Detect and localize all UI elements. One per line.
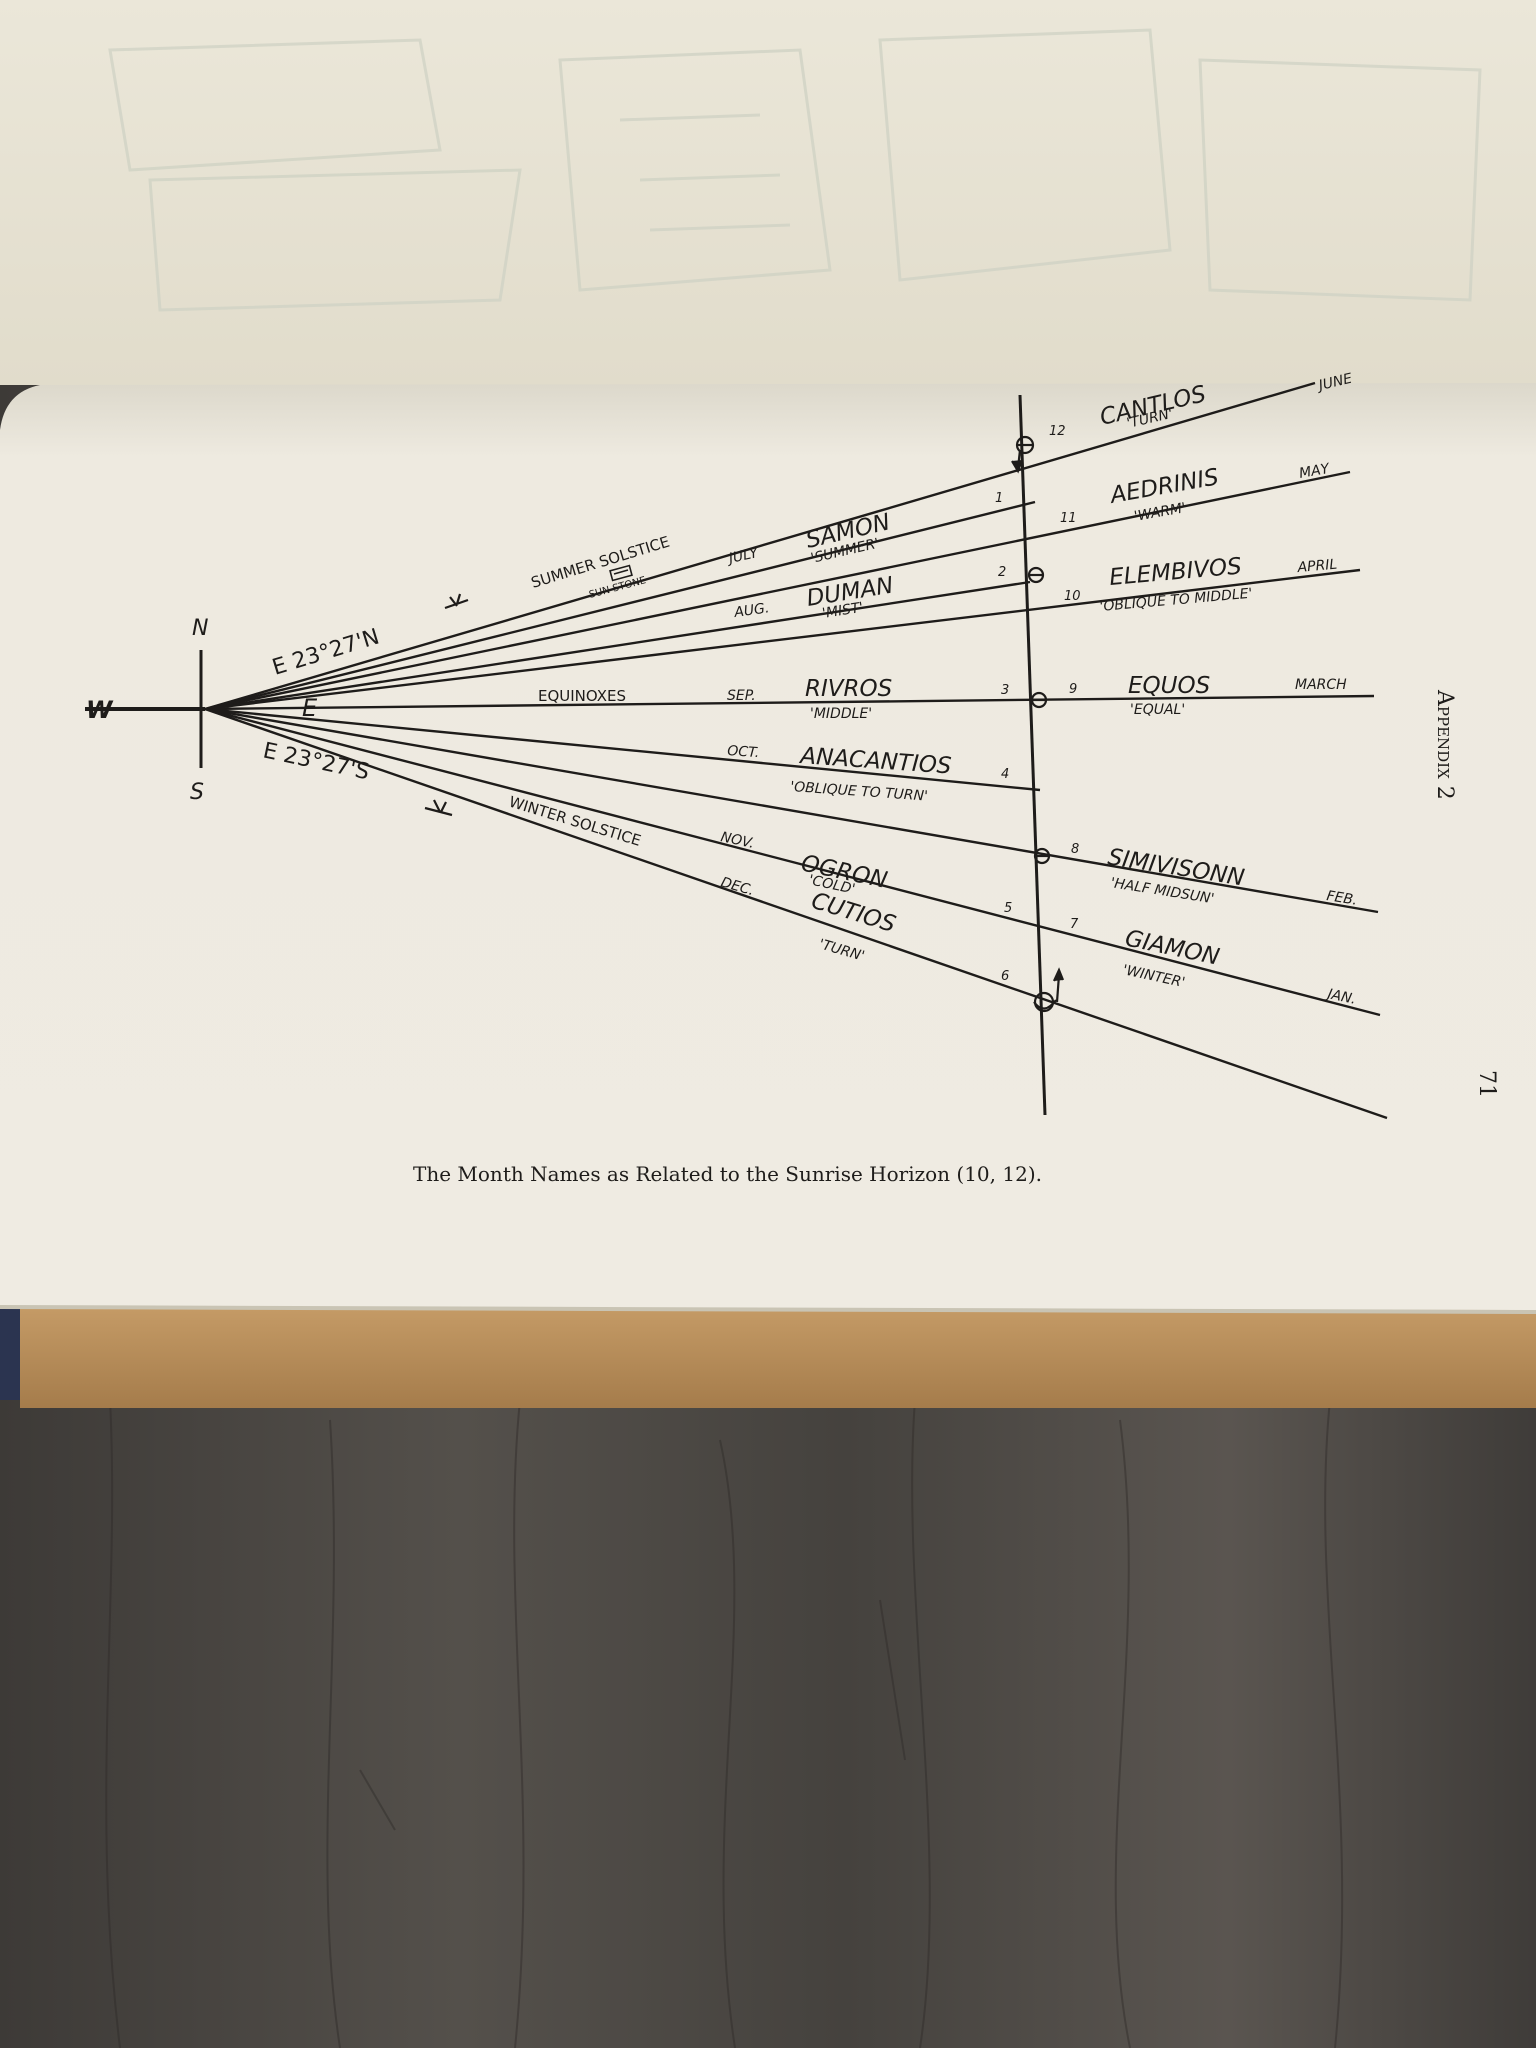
wood-grain [105,1399,1344,2048]
calendar-month-11: MAY [1298,461,1332,482]
facing-page [0,0,1536,385]
month-number-11: 11 [1060,511,1077,526]
month-number-8: 8 [1071,842,1079,857]
calendar-month-3: SEP. [727,688,756,704]
sun-stone-icon [609,564,633,582]
ray-7 [204,707,1041,792]
rays [204,381,1388,1120]
calendar-month-9: MARCH [1295,677,1347,693]
horizon-vertical-line [1018,394,1047,1116]
running-head: Appendix 2 [1432,689,1457,800]
month-number-10: 10 [1064,589,1081,604]
month-number-9: 9 [1069,682,1077,697]
month-number-12: 12 [1049,424,1066,439]
calendar-month-7: JAN. [1323,986,1357,1008]
east-label: E [302,694,318,722]
book-cover-edge [20,1300,1536,1408]
equinoxes-label: EQUINOXES [538,687,626,705]
calendar-month-2: AUG. [732,600,770,621]
page [0,383,1536,1310]
calendar-month-8: FEB. [1325,888,1358,909]
west-label: W [86,696,114,724]
month-number-3: 3 [1001,683,1009,698]
month-number-1: 1 [995,491,1003,506]
page-bottom-edge [0,1305,1536,1314]
ray-9 [204,707,1381,1017]
gaulish-month-3: RIVROS [805,676,892,702]
sun-symbols [424,593,469,817]
page-number: 71 [1474,1070,1499,1098]
ray-8 [204,707,1379,914]
ray-3 [204,470,1351,711]
calendar-month-10: APRIL [1296,557,1338,576]
calendar-month-4: OCT. [727,743,760,761]
month-number-4: 4 [1001,767,1009,782]
sunrise-horizon-diagram [85,381,1388,1120]
month-meaning-9: 'EQUAL' [1130,702,1185,718]
north-label: N [192,616,208,641]
horizon-markers [1011,435,1065,1013]
ray-10 [204,707,1388,1120]
ray-6 [204,694,1375,711]
ray-1 [204,381,1316,711]
month-number-7: 7 [1070,917,1079,932]
month-meaning-3: 'MIDDLE' [810,706,872,722]
month-meaning-2: 'MIST' [821,600,864,622]
show-through-illustration [108,28,1482,312]
month-number-2: 2 [998,565,1006,580]
ray-2 [204,500,1036,711]
month-number-6: 6 [1001,969,1009,984]
ray-5 [204,568,1361,711]
book-spine-strip [0,1300,20,1400]
calendar-month-1: JULY [725,545,761,568]
calendar-month-5: NOV. [719,829,756,852]
gaulish-month-9: EQUOS [1128,673,1210,699]
south-label: S [190,780,204,805]
ray-4 [204,580,1031,711]
figure-caption: The Month Names as Related to the Sunris… [413,1162,1042,1186]
month-number-5: 5 [1004,901,1012,916]
